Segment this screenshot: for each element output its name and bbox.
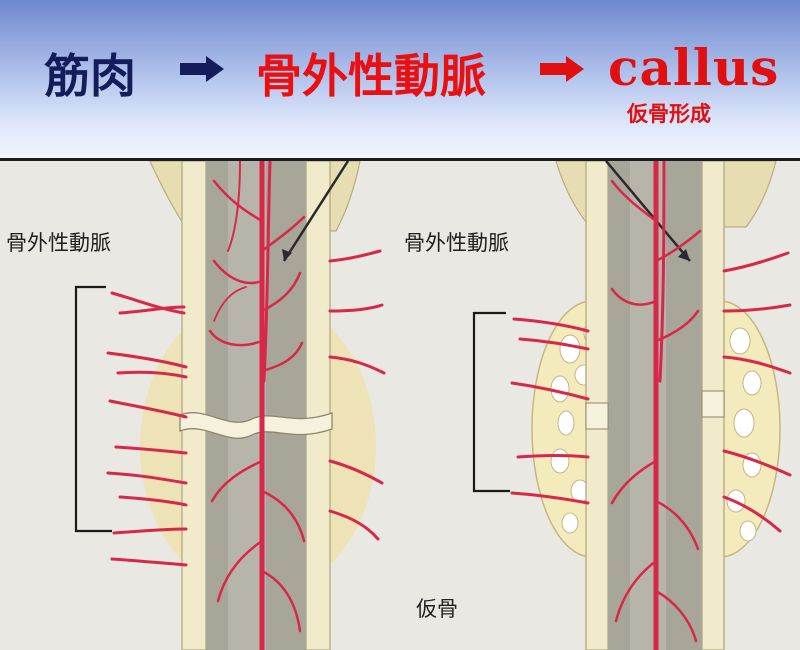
callus-formation-subtitle: 仮骨形成 (627, 101, 711, 126)
left-cortex (305, 161, 331, 650)
left-bone-illustration (74, 161, 386, 650)
muscle-heading: 筋肉 (44, 49, 136, 103)
callus-heading: callus (608, 38, 780, 97)
right-extraosseous-arteries (510, 251, 792, 533)
left-extraosseous-arteries (106, 249, 386, 567)
left-artery-network (208, 161, 306, 650)
right-pointer-line (605, 161, 691, 262)
left-cortex (181, 161, 207, 650)
right-arrow-icon (540, 56, 584, 82)
right-bone-illustration (472, 161, 792, 650)
left-pointer-line (282, 161, 350, 262)
right-artery-label: 骨外性動脈 (404, 231, 509, 255)
right-bracket (472, 311, 510, 493)
left-bracket (74, 285, 112, 533)
right-artery-network (610, 161, 702, 650)
left-fracture-line (179, 412, 333, 439)
divider (0, 158, 800, 161)
left-artery-label: 骨外性動脈 (6, 231, 111, 255)
right-arrow-icon (180, 56, 224, 82)
callus-label: 仮骨 (416, 597, 458, 621)
fracture-illustration: 骨外性動脈 骨外性動脈 仮骨 (0, 161, 800, 650)
extraosseous-artery-heading: 骨外性動脈 (256, 49, 486, 103)
title-banner: 筋肉 骨外性動脈 callus 仮骨形成 (0, 0, 800, 158)
